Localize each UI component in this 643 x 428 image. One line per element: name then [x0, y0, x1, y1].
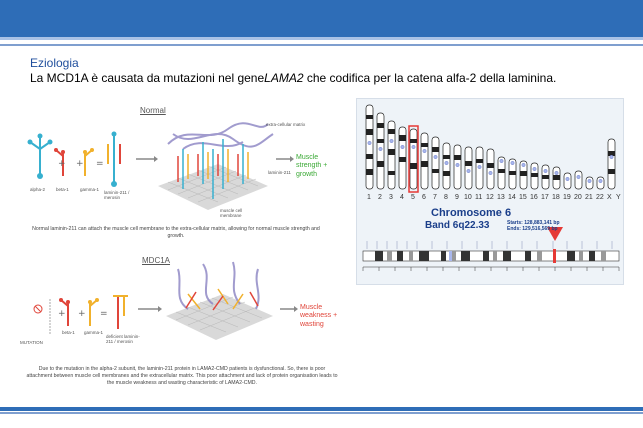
- band-end: Ends: 129,516,569 bp: [507, 226, 558, 233]
- band-start: Starts: 128,883,141 bp: [507, 220, 560, 226]
- svg-text:+: +: [58, 309, 66, 319]
- svg-text:+: +: [78, 309, 86, 319]
- chromosome-label: 5: [411, 194, 415, 201]
- chromosome-label: 4: [400, 194, 404, 201]
- mdc1a-outcome-line2: weakness + wasting: [300, 312, 338, 328]
- footer-bar: [0, 407, 643, 411]
- gamma1-label: gamma-1: [80, 187, 100, 192]
- slide-heading: Eziologia: [30, 56, 79, 70]
- chromosome-label: 19: [563, 194, 571, 201]
- title-bar: [0, 0, 643, 40]
- chromosome-title: Chromosome 6: [431, 207, 512, 219]
- normal-outcome-line1: Muscle: [296, 154, 319, 161]
- normal-caption: Normal laminin-211 can attach the muscle…: [32, 226, 320, 240]
- chromosome-6-band-strip: [362, 249, 620, 263]
- chromosome-label: 14: [508, 194, 516, 201]
- gene-name: LAMA2: [264, 71, 304, 85]
- ideogram-graphic: [362, 104, 620, 271]
- chromosome-label: 13: [497, 194, 505, 201]
- chromosome-label: 21: [585, 194, 593, 201]
- description-text-end: che codifica per la catena alfa-2 della …: [303, 71, 557, 85]
- chromosome-label: 22: [596, 194, 604, 201]
- band-coordinates: Starts: 128,883,141 bp Ends: 129,516,569…: [507, 220, 560, 233]
- chromosome-label: Y: [616, 194, 621, 201]
- band-title: Band 6q22.33: [425, 220, 490, 231]
- laminin-illustration-graphic: + + =: [27, 122, 298, 340]
- band-marker: [547, 227, 563, 241]
- chromosome-label: 17: [541, 194, 549, 201]
- mdc1a-beta1-label: beta-1: [62, 330, 75, 335]
- laminin-arrow-label: laminin-211: [268, 170, 291, 175]
- slide-description: La MCD1A è causata da mutazioni nel gene…: [30, 71, 556, 85]
- chromosome-label: 7: [433, 194, 437, 201]
- mdc1a-membrane: [166, 261, 273, 340]
- laminin-illustration: + + =: [18, 104, 344, 404]
- svg-text:+: +: [58, 159, 66, 169]
- svg-text:=: =: [96, 159, 104, 169]
- svg-text:+: +: [76, 159, 84, 169]
- chromosome-label: 16: [530, 194, 538, 201]
- chromosome-label: 2: [378, 194, 382, 201]
- chromosome-label: 20: [574, 194, 582, 201]
- normal-outcome: Muscle strength + growth: [296, 154, 344, 179]
- normal-membrane: [158, 122, 274, 210]
- chromosome-ideogram: 1 2 3 4 5 6 7 8 9 10 11 12 13 14 15 16 1…: [356, 98, 624, 285]
- mdc1a-outcome: Muscle weakness + wasting: [300, 304, 344, 329]
- title-divider: [0, 44, 643, 46]
- normal-outcome-line2: strength + growth: [296, 162, 328, 178]
- svg-text:=: =: [100, 309, 108, 319]
- chromosome-label: 18: [552, 194, 560, 201]
- chromosome-6-highlight: [408, 125, 419, 193]
- mdc1a-subunits: + + =: [33, 295, 128, 334]
- laminin-label: laminin-211 / merosin: [104, 190, 130, 200]
- alpha2-label: alpha-2: [30, 187, 46, 192]
- chromosome-label: 8: [444, 194, 448, 201]
- chromosome-label: 9: [455, 194, 459, 201]
- normal-arrowhead: [154, 156, 158, 162]
- footer-divider: [0, 412, 643, 414]
- chromosome-label: 10: [464, 194, 472, 201]
- outcome-arrowhead-mdc1a: [294, 306, 298, 312]
- normal-subunits: + + =: [27, 131, 121, 187]
- deficient-laminin-label: deficient laminin-211 / merosin: [106, 334, 140, 344]
- chromosome-label: 12: [486, 194, 494, 201]
- chromosome-label: 1: [367, 194, 371, 201]
- chromosome-label: X: [607, 194, 612, 201]
- beta1-label: beta-1: [56, 187, 69, 192]
- chromosome-label: 11: [475, 194, 483, 201]
- outcome-arrowhead-normal: [290, 156, 294, 162]
- description-text-start: La MCD1A è causata da mutazioni nel gene: [30, 71, 265, 85]
- mdc1a-caption: Due to the mutation in the alpha-2 subun…: [26, 366, 338, 387]
- membrane-label: muscle cell membrane: [220, 208, 243, 218]
- chromosome-label: 3: [389, 194, 393, 201]
- mdc1a-gamma1-label: gamma-1: [84, 330, 104, 335]
- chromosome-row: [365, 104, 616, 193]
- band-label-ticks: [366, 241, 613, 249]
- mdc1a-arrowhead: [158, 306, 162, 312]
- chromosome-label-highlighted: 6: [422, 194, 426, 201]
- ecm-label: extra-cellular matrix: [266, 122, 306, 127]
- mdc1a-outcome-line1: Muscle: [300, 304, 323, 311]
- chromosome-label: 15: [519, 194, 527, 201]
- scale-ruler: [362, 266, 620, 271]
- mdc1a-panel-title: MDC1A: [142, 256, 171, 265]
- mutation-label: MUTATION: [20, 340, 43, 345]
- normal-panel-title: Normal: [140, 106, 166, 115]
